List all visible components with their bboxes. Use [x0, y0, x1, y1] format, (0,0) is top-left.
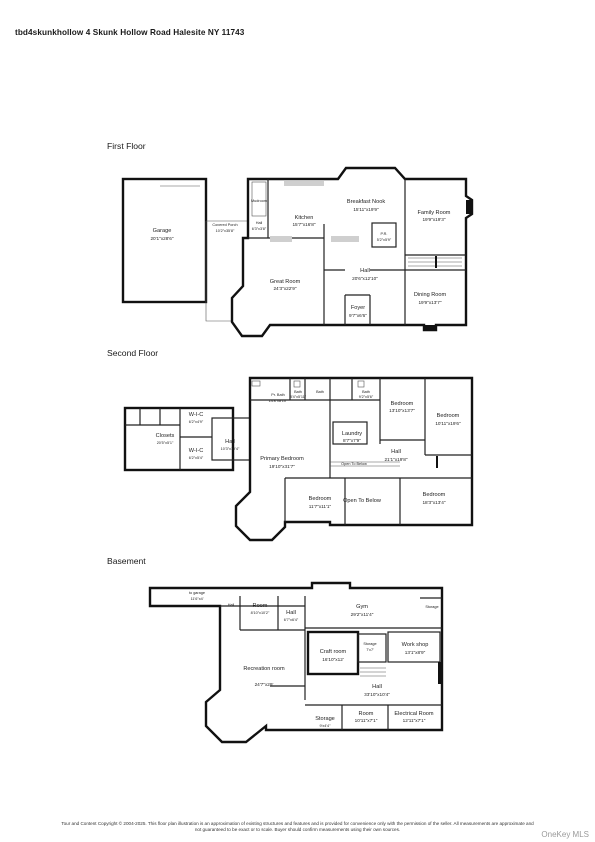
bath-c-name: Bath	[362, 390, 370, 394]
open-below-1-name: Open To Below	[341, 462, 367, 466]
room-b1-dims: 8'10"x10'2"	[251, 611, 270, 615]
garage-dims: 20'1"x28'6"	[150, 236, 173, 241]
wic2-dims: 6'2"x5'4"	[189, 456, 204, 460]
second-floor-label: Second Floor	[107, 348, 159, 358]
open-below-2-name: Open To Below	[343, 498, 382, 504]
small-hall-dims: 6'3"x3'8"	[252, 227, 267, 231]
gym-dims: 29'2"x11'4"	[351, 612, 374, 617]
storage1-name: Storage	[425, 605, 438, 609]
storage3-dims: 9'x4'4"	[319, 724, 331, 728]
gym-name: Gym	[356, 604, 368, 610]
room-b1-name: Room	[253, 603, 268, 609]
electrical-room-dims: 12'11"x7'1"	[403, 718, 426, 723]
copyright-line-2: not guaranteed to be exact or to scale. …	[194, 827, 401, 832]
great-room-name: Great Room	[270, 279, 301, 285]
bedroom1-dims: 13'10"x13'7"	[389, 408, 415, 413]
basement-label: Basement	[107, 556, 146, 566]
bath-a-dims: 8'4"x5'11"	[290, 395, 307, 399]
bedroom1-name: Bedroom	[391, 401, 414, 407]
foyer-dims: 9'7"x6'6"	[349, 313, 367, 318]
work-shop-dims: 13'1"x8'9"	[405, 650, 426, 655]
first-floor-label: First Floor	[107, 141, 146, 151]
bath-c-dims: 9'2"x5'6"	[359, 395, 374, 399]
craft-room-name: Craft room	[320, 649, 347, 655]
pr-bath-dims: 14'8"x8'10"	[269, 399, 288, 403]
pr-bath-name: Pr. Bath	[271, 393, 285, 397]
great-room-dims: 24'3"x22'9"	[273, 286, 296, 291]
bedroom3-dims: 11'7"x11'1"	[309, 504, 332, 509]
hall-2a-name: Hall	[225, 439, 235, 445]
bath-b-name: Bath	[316, 390, 324, 394]
storage3-name: Storage	[315, 716, 335, 722]
copyright-line-1: Tour and Content Copyright © 2004-2025. …	[61, 821, 534, 826]
kitchen-dims: 15'7"x16'8"	[292, 222, 315, 227]
basement-plan: to garage 11'6"x4' Hall Room 8'10"x10'2"…	[148, 581, 444, 744]
room-b2-dims: 10'11"x7'1"	[355, 718, 378, 723]
hall-name: Hall	[360, 268, 370, 274]
bath-a-name: Bath	[294, 390, 302, 394]
primary-bedroom-dims: 19'10"x31'7"	[269, 464, 295, 469]
hall-2b-dims: 21'1"x19'8"	[384, 457, 407, 462]
laundry-name: Laundry	[342, 431, 362, 437]
dining-room-name: Dining Room	[414, 292, 447, 298]
hall-b2-name: Hall	[286, 610, 296, 616]
pr-dims: 5'2"x5'9"	[377, 238, 392, 242]
porch-dims: 10'2"x35'8"	[216, 229, 235, 233]
mls-watermark: OneKey MLS	[541, 830, 589, 839]
kitchen-name: Kitchen	[295, 215, 314, 221]
mudroom-name: Mudroom	[251, 199, 267, 203]
laundry-dims: 8'7"x7'9"	[343, 438, 361, 443]
wic2-name: W-I-C	[189, 448, 204, 454]
recreation-room-name: Recreation room	[243, 666, 285, 672]
hall-b2-dims: 6'7"x6'4"	[284, 618, 299, 622]
bedroom2-dims: 10'11"x19'6"	[435, 421, 461, 426]
recreation-room-dims: 24'7"x29'	[255, 682, 274, 687]
listing-title: tbd4skunkhollow 4 Skunk Hollow Road Hale…	[15, 28, 245, 37]
porch-name: Covered Porch	[212, 223, 237, 227]
garage-name: Garage	[153, 228, 172, 234]
family-room-name: Family Room	[418, 210, 451, 216]
bedroom4-dims: 18'3"x13'4"	[422, 500, 445, 505]
closets-dims: 20'5"x5'1"	[157, 441, 174, 445]
craft-room-dims: 16'10"x12'	[322, 657, 344, 662]
storage2-name: Storage	[363, 642, 376, 646]
breakfast-nook-name: Breakfast Nook	[347, 199, 385, 205]
hall-2b-name: Hall	[391, 449, 401, 455]
work-shop-name: Work shop	[402, 642, 429, 648]
bedroom3-name: Bedroom	[309, 496, 332, 502]
bedroom4-name: Bedroom	[423, 492, 446, 498]
bedroom2-name: Bedroom	[437, 413, 460, 419]
hall-2a-dims: 10'3"x10'4"	[221, 447, 240, 451]
to-garage-dims: 11'6"x4'	[191, 597, 204, 601]
electrical-room-name: Electrical Room	[394, 711, 434, 717]
pr-name: P.R.	[381, 232, 388, 236]
hall-b1-name: Hall	[228, 603, 235, 607]
closets-name: Closets	[156, 433, 175, 439]
wic1-dims: 6'2"x4'9"	[189, 420, 204, 424]
hall-dims: 20'6"x12'10"	[352, 276, 378, 281]
hall-b3-dims: 33'10"x10'4"	[364, 692, 390, 697]
room-b2-name: Room	[359, 711, 374, 717]
second-floor-plan: W-I-C 6'2"x4'9" Closets 20'5"x5'1" W-I-C…	[123, 376, 474, 542]
wic1-name: W-I-C	[189, 412, 204, 418]
to-garage-name: to garage	[189, 591, 205, 595]
first-floor-plan: Garage 20'1"x28'6" Covered Porch 10'2"x3…	[121, 166, 474, 338]
primary-bedroom-name: Primary Bedroom	[260, 456, 304, 462]
foyer-name: Foyer	[351, 305, 365, 311]
hall-b3-name: Hall	[372, 684, 382, 690]
breakfast-nook-dims: 15'11"x19'9"	[353, 207, 379, 212]
small-hall-name: Hall	[256, 221, 263, 225]
storage2-dims: 7'x7'	[366, 648, 374, 652]
dining-room-dims: 19'9"x13'7"	[418, 300, 441, 305]
family-room-dims: 19'9"x19'3"	[422, 217, 445, 222]
copyright-footer: Tour and Content Copyright © 2004-2025. …	[0, 821, 595, 833]
